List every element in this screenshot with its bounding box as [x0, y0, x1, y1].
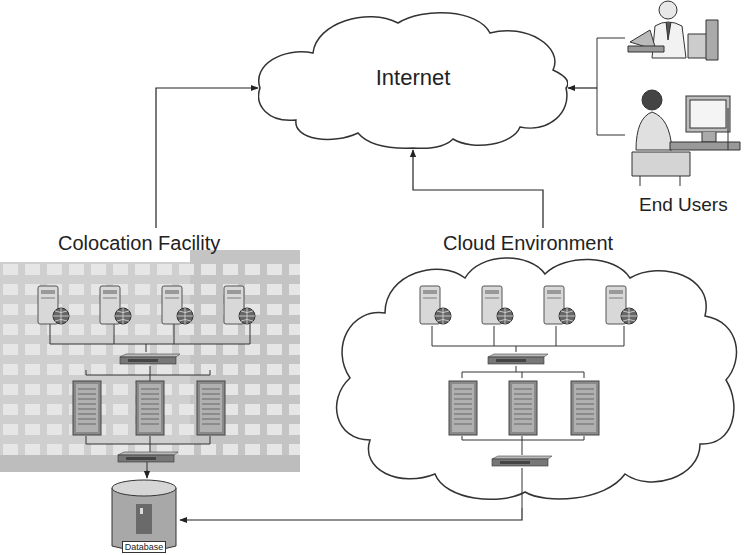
web-server — [544, 286, 575, 324]
web-server — [162, 286, 193, 324]
app-server — [136, 381, 164, 435]
app-server — [571, 381, 599, 435]
web-server — [482, 286, 513, 324]
node-label: Internet — [376, 65, 451, 91]
building — [0, 250, 300, 472]
network-switch — [120, 354, 180, 364]
web-server — [100, 286, 131, 324]
node-label: Cloud Environment — [443, 232, 613, 255]
web-server — [224, 286, 255, 324]
node-label: End Users — [639, 194, 728, 216]
web-server — [38, 286, 69, 324]
connector-arrow — [568, 87, 597, 88]
app-server — [449, 381, 477, 435]
connector-arrow — [146, 470, 147, 478]
network-switch — [118, 452, 178, 462]
server-group — [50, 324, 250, 470]
colocation-facility: Colocation Facility — [0, 228, 295, 470]
app-server — [73, 381, 101, 435]
network-switch — [488, 354, 548, 364]
server-group — [432, 326, 624, 508]
web-server — [420, 286, 451, 324]
end-user-figures — [597, 1, 740, 186]
node-label: Database — [122, 541, 167, 553]
end-users: End Users — [597, 0, 744, 222]
app-server — [197, 381, 225, 435]
cloud-environment: Cloud Environment — [330, 228, 744, 508]
web-server — [606, 286, 637, 324]
connector-arrow — [413, 150, 543, 228]
app-server — [509, 381, 537, 435]
internet-cloud: Internet — [258, 5, 568, 150]
database: Database — [108, 478, 180, 554]
connector-arrow — [180, 508, 522, 520]
connector-arrow — [156, 88, 258, 228]
network-switch — [492, 456, 552, 466]
cloud-outline — [330, 228, 744, 508]
node-label: Colocation Facility — [58, 232, 220, 255]
